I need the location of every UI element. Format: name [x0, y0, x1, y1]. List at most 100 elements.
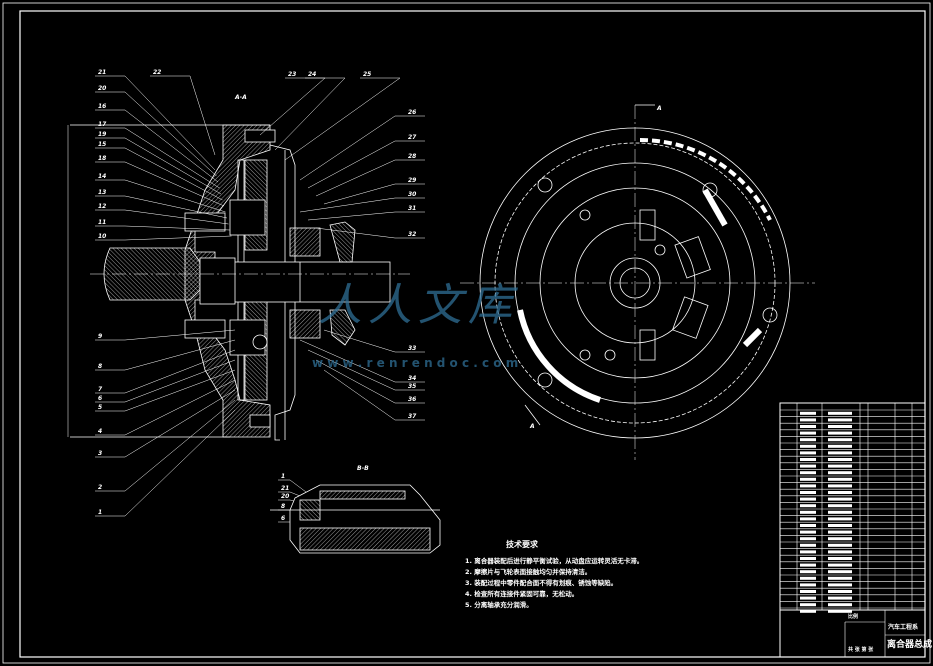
- leader-line: [95, 349, 236, 394]
- leader-line: [299, 339, 425, 383]
- drawing-title: 离合器总成: [887, 640, 933, 650]
- bom-cell-text: [828, 497, 852, 501]
- bom-cell-text: [828, 583, 852, 587]
- callout-label: 34: [408, 375, 416, 382]
- leader-line: [95, 109, 219, 183]
- leader-line: [95, 389, 236, 458]
- callout-label: 29: [408, 177, 416, 184]
- front-view: [460, 104, 815, 460]
- leader-line: [95, 75, 216, 171]
- leader-line: [95, 379, 236, 436]
- leader-line: [95, 399, 236, 492]
- bom-cell-text: [800, 411, 816, 415]
- leader-line: [95, 209, 229, 225]
- bom-cell-text: [800, 425, 816, 428]
- bom-cell-text: [800, 484, 816, 488]
- bom-cell-text: [800, 477, 816, 481]
- callout-label: 15: [98, 141, 106, 148]
- bom-cell-text: [800, 550, 816, 554]
- bom-cell-text: [800, 603, 816, 607]
- bom-cell-text: [800, 563, 816, 567]
- leader-line: [274, 77, 346, 151]
- leader-line: [299, 115, 425, 181]
- bom-cell-text: [828, 425, 852, 428]
- bom-cell-text: [800, 438, 816, 442]
- bom-cell-text: [828, 590, 852, 593]
- callout-label: 17: [98, 121, 107, 128]
- watermark-url: w w w . r e n r e n d o c . c o m: [312, 356, 519, 370]
- callout-label: 10: [98, 233, 106, 240]
- callout-label: 28: [408, 153, 416, 160]
- leader-line: [315, 227, 425, 239]
- bom-cell-text: [828, 570, 852, 574]
- tech-requirement-5: 5. 分离轴承充分润滑。: [465, 601, 533, 609]
- callout-label: 27: [408, 134, 417, 141]
- leader-line: [95, 161, 225, 207]
- bom-cell-text: [828, 543, 852, 547]
- callout-label: 23: [288, 71, 296, 78]
- bom-cell-text: [800, 491, 816, 494]
- bom-cell-text: [800, 471, 816, 475]
- bom-cell-text: [828, 504, 852, 508]
- bom-cell-text: [828, 411, 852, 415]
- bom-cell-text: [800, 524, 816, 527]
- scale-label: 比例: [848, 614, 859, 620]
- bom-cell-text: [800, 530, 816, 534]
- bom-cell-text: [828, 464, 852, 468]
- callout-label: 8: [98, 363, 102, 370]
- section-view-aa: [67, 124, 410, 441]
- bom-cell-text: [828, 418, 852, 422]
- view-marker-bottom: A: [529, 423, 535, 430]
- callout-label: 31: [408, 205, 416, 212]
- bom-cell-text: [828, 477, 852, 481]
- callout-label: 13: [98, 189, 106, 196]
- leader-line: [323, 329, 425, 353]
- bom-cell-text: [800, 576, 816, 580]
- bom-cell-text: [800, 543, 816, 547]
- leader-line: [95, 409, 236, 517]
- bom-cell-text: [828, 484, 852, 488]
- view-marker-top: A: [656, 105, 662, 112]
- callout-label: 1: [281, 473, 285, 480]
- callout-label: 21: [281, 485, 289, 492]
- callout-label: 36: [408, 396, 416, 403]
- bom-cell-text: [828, 530, 852, 534]
- leader-line: [315, 359, 425, 404]
- leader-line: [95, 91, 217, 177]
- leader-line: [95, 369, 236, 412]
- bom-cell-text: [800, 418, 816, 422]
- bom-cell-text: [828, 431, 852, 435]
- department-name: 汽车工程系: [888, 624, 919, 631]
- leader-line: [95, 147, 223, 201]
- callout-label: 26: [408, 109, 416, 116]
- leader-line: [95, 339, 236, 371]
- bom-cell-text: [800, 504, 816, 508]
- leader-line: [95, 359, 236, 403]
- callout-label: 37: [408, 413, 417, 420]
- inner-frame: [19, 10, 926, 658]
- callout-label: 5: [98, 404, 102, 411]
- leader-line: [95, 235, 232, 241]
- leader-line: [278, 479, 311, 496]
- bom-cell-text: [828, 609, 852, 613]
- tech-requirement-2: 2. 摩擦片与飞轮表面接触均匀并保持清洁。: [465, 568, 592, 576]
- callout-label: 6: [281, 515, 285, 522]
- callout-label: 12: [98, 203, 106, 210]
- tech-requirement-1: 1. 离合器装配后进行静平衡试验，从动盘应运转灵活无卡滞。: [465, 557, 644, 565]
- callout-label: 20: [281, 493, 289, 500]
- leader-line: [307, 140, 425, 189]
- leader-line: [259, 77, 326, 136]
- leader-line: [95, 127, 220, 189]
- callout-label: 24: [308, 71, 316, 78]
- callout-label: 9: [98, 333, 102, 340]
- callout-label: 35: [408, 383, 416, 390]
- bom-cell-text: [828, 550, 852, 554]
- bom-cell-text: [828, 596, 852, 600]
- leader-line: [323, 369, 425, 421]
- leader-line: [315, 159, 425, 197]
- bom-cell-text: [828, 438, 852, 442]
- callout-label: 16: [98, 103, 106, 110]
- bom-cell-text: [800, 497, 816, 501]
